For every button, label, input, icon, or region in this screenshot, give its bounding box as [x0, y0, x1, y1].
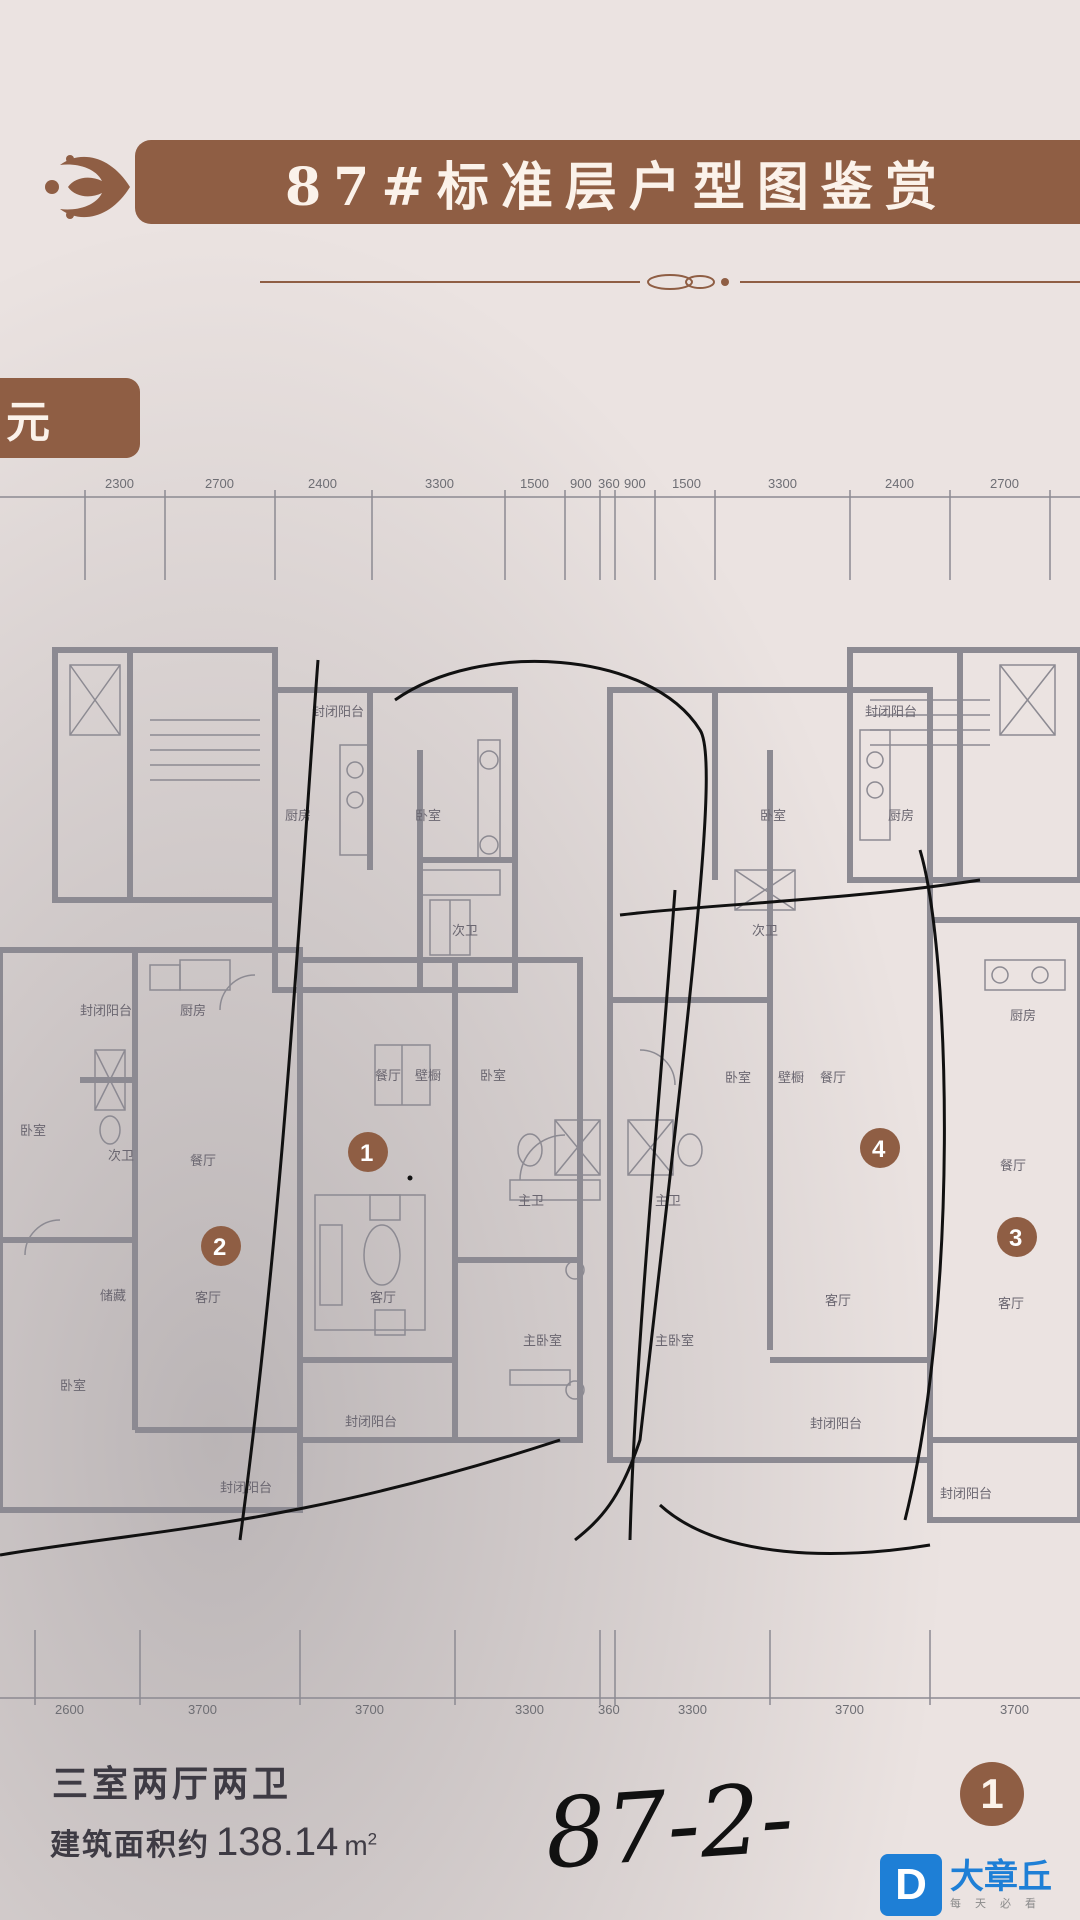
room-second-bath-1: 次卫 [452, 923, 478, 939]
room-balcony-1b: 封闭阳台 [345, 1415, 397, 1430]
dim-top-7: 360 [598, 476, 620, 491]
dim-bottom-8: 3700 [1000, 1702, 1029, 1717]
room-bedroom-1a: 卧室 [415, 808, 441, 824]
dim-top-5: 1500 [520, 476, 549, 491]
page-title: 87#标准层户型图鉴赏 [285, 156, 949, 218]
room-balcony-4: 封闭阳台 [865, 705, 917, 720]
dim-top-6: 900 [570, 476, 592, 491]
dim-bottom-3: 3700 [355, 1702, 384, 1717]
area-value: 138.14 [216, 1820, 339, 1864]
room-balcony-3: 封闭阳台 [940, 1487, 992, 1502]
room-balcony-1: 封闭阳台 [312, 705, 364, 720]
unit-banner: 元 [0, 378, 140, 458]
room-master-bedroom-1: 主卧室 [523, 1333, 562, 1349]
room-bedroom-4b: 卧室 [725, 1070, 751, 1086]
unit-label: 元 [6, 397, 50, 448]
title-ornament-icon [45, 155, 130, 219]
svg-text:4: 4 [872, 1136, 886, 1163]
room-wall-cabinet-4: 壁橱 [778, 1071, 804, 1086]
logo-mark: D [880, 1854, 942, 1916]
svg-text:3: 3 [1009, 1225, 1022, 1252]
logo-words: 大章丘 每天必看 [950, 1859, 1052, 1911]
title-banner: 87#标准层户型图鉴赏 [135, 140, 1080, 224]
room-living-1: 客厅 [370, 1290, 396, 1306]
unit-number-2: 2 [201, 1226, 241, 1266]
dim-bottom-6: 3300 [678, 1702, 707, 1717]
room-bedroom-1b: 卧室 [480, 1068, 506, 1084]
area-unit-base: m [344, 1830, 368, 1861]
room-master-bedroom-4: 主卧室 [655, 1333, 694, 1349]
dim-top-4: 3300 [425, 476, 454, 491]
dim-top-12: 2700 [990, 476, 1019, 491]
floor-plan: 封闭阳台 厨房 卧室 次卫 餐厅 壁橱 卧室 主卫 客厅 主卧室 封闭阳台 封闭… [0, 490, 1080, 1705]
room-living-4: 客厅 [825, 1293, 851, 1309]
unit-number-1: 1 [348, 1132, 388, 1172]
room-second-bath-4: 次卫 [752, 923, 778, 939]
room-balcony-2: 封闭阳台 [80, 1004, 132, 1019]
watermark-logo: D 大章丘 每天必看 [880, 1850, 1080, 1920]
dim-top-2: 2700 [205, 476, 234, 491]
dim-bottom-1: 2600 [55, 1702, 84, 1717]
svg-text:2: 2 [213, 1234, 226, 1261]
room-dining-1: 餐厅 [375, 1068, 401, 1084]
room-storage-2: 储藏 [100, 1289, 126, 1304]
title-divider [260, 274, 1080, 290]
room-wall-cabinet-1: 壁橱 [415, 1069, 441, 1084]
room-second-bath-2: 次卫 [108, 1148, 134, 1164]
area-unit: m2 [344, 1830, 377, 1861]
room-kitchen-2: 厨房 [180, 1003, 206, 1019]
unit-number-4: 4 [860, 1128, 900, 1168]
dim-top-3: 2400 [308, 476, 337, 491]
room-balcony-4b: 封闭阳台 [810, 1417, 862, 1432]
room-dining-2: 餐厅 [190, 1153, 216, 1169]
dim-top-11: 2400 [885, 476, 914, 491]
ink-dot [407, 1175, 413, 1181]
dim-bottom-5: 360 [598, 1702, 620, 1717]
area-label: 建筑面积约 [50, 1828, 210, 1863]
room-dining-3: 餐厅 [1000, 1158, 1026, 1174]
dim-top-9: 1500 [672, 476, 701, 491]
dim-bottom-2: 3700 [188, 1702, 217, 1717]
room-living-2: 客厅 [195, 1290, 221, 1306]
room-kitchen-4: 厨房 [888, 808, 914, 824]
dim-top-10: 3300 [768, 476, 797, 491]
handwritten-note: 87-2- [541, 1761, 797, 1891]
logo-slogan: 每天必看 [950, 1897, 1050, 1910]
area-unit-sup: 2 [367, 1829, 378, 1849]
room-bedroom-2b: 卧室 [60, 1378, 86, 1394]
room-kitchen-1: 厨房 [285, 808, 311, 824]
room-master-bath-1: 主卫 [518, 1194, 544, 1209]
handwritten-markup [0, 659, 981, 1557]
logo-name: 大章丘 [950, 1857, 1052, 1897]
unit-number-3: 3 [997, 1217, 1037, 1257]
room-bedroom-2a: 卧室 [20, 1123, 46, 1139]
dim-bottom-4: 3300 [515, 1702, 544, 1717]
svg-text:1: 1 [360, 1140, 373, 1167]
room-dining-4: 餐厅 [820, 1070, 846, 1086]
dim-top-1: 2300 [105, 476, 134, 491]
room-living-3: 客厅 [998, 1296, 1024, 1312]
dim-bottom-7: 3700 [835, 1702, 864, 1717]
layout-caption: 三室两厅两卫 [52, 1763, 293, 1805]
unit-badge: 1 [960, 1762, 1024, 1826]
room-bedroom-4a: 卧室 [760, 808, 786, 824]
room-kitchen-3: 厨房 [1010, 1008, 1036, 1024]
dim-top-8: 900 [624, 476, 646, 491]
